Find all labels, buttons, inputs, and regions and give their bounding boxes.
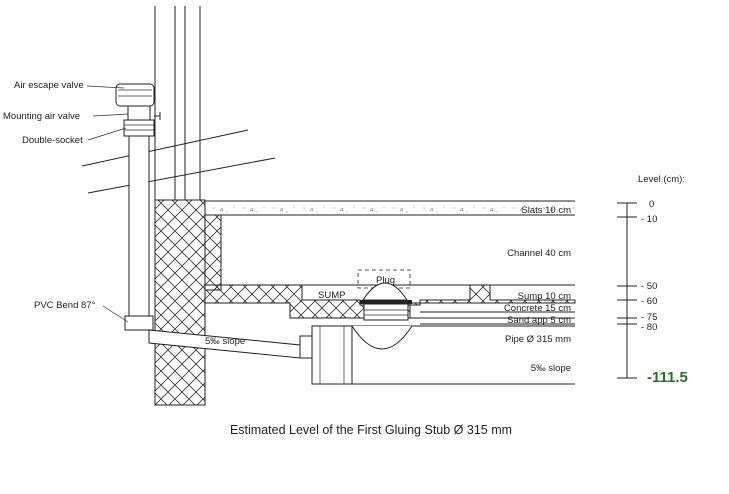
label-concrete: Concrete 15 cm [504,303,571,314]
label-air-escape-valve: Air escape valve [14,80,84,91]
sloped-floor-lines [81,129,276,194]
wall-inner-crosshatch [204,214,222,291]
level-title: Level (cm): [638,174,685,185]
plug [357,269,412,321]
air-valve-assembly [115,83,161,137]
label-mounting-air-valve: Mounting air valve [3,111,80,122]
label-channel: Channel 40 cm [507,248,571,259]
label-pvc-bend: PVC Bend 87° [34,300,96,311]
label-pipe: Pipe Ø 315 mm [505,334,571,345]
level-mark: - 50 [641,281,657,292]
label-sand: Sand app 5 cm [507,315,571,326]
concrete-sand-lines [290,311,575,325]
horizontal-pipe [148,325,575,385]
label-double-socket: Double-socket [22,135,83,146]
label-slats: Slats 10 cm [521,205,571,216]
label-plug: Plug [376,275,395,286]
level-mark: - 10 [641,214,657,225]
level-mark: - 75 [641,312,657,323]
level-mark: - 60 [641,296,657,307]
slats-layer [205,200,575,216]
wall-crosshatch [154,199,206,406]
level-mark: - 80 [641,322,657,333]
label-slope-pipe: 5‰ slope [205,336,245,347]
level-bottom-value: -111.5 [647,369,688,386]
label-sump: SUMP [318,290,345,301]
diagram-caption: Estimated Level of the First Gluing Stub… [230,423,512,437]
vertical-drain-pipe [124,135,154,331]
vertical-pipe-lines [154,6,201,200]
level-mark: 0 [649,199,654,210]
label-slope-right: 5‰ slope [531,363,571,374]
label-sump-layer: Sump 10 cm [518,291,571,302]
leader-lines [86,85,129,323]
level-scale: Level (cm): 0 - 10 - 50 - 60 - 75 - 80 -… [617,174,688,386]
